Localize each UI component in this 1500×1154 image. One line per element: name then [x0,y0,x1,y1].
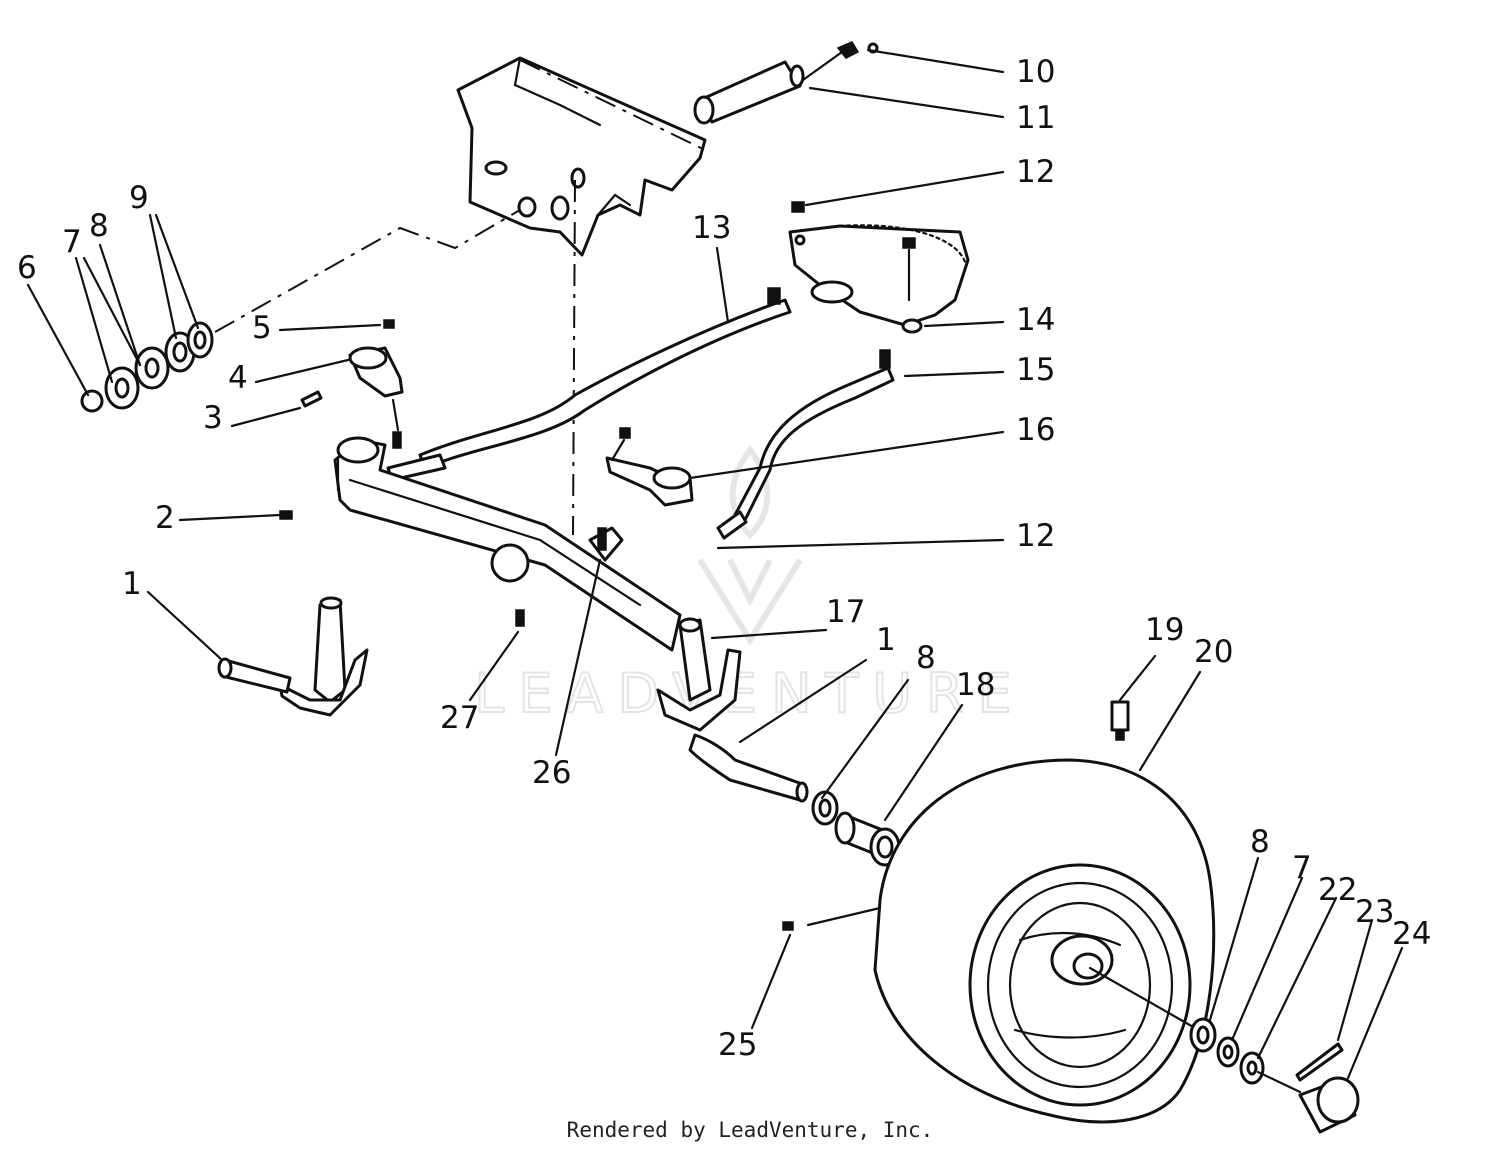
callout-11: 11 [1016,100,1055,136]
part-7-washer [104,366,140,410]
callout-25: 25 [718,1027,757,1063]
callout-23: 23 [1355,894,1394,930]
callout-12: 12 [1016,154,1055,190]
front-axle [333,436,682,652]
part-16-steering-arm [605,427,694,507]
callout-15: 15 [1016,352,1055,388]
callout-9: 9 [129,180,149,216]
part-12-nut-top [791,201,805,213]
part-22-washer [1239,1051,1265,1085]
part-23-cotter-pin [1295,1042,1344,1082]
part-13-drag-link [386,287,792,482]
callout-24: 24 [1392,916,1431,952]
sector-gear [788,224,970,334]
steering-support-bracket [456,56,707,257]
part-3-pin [300,390,323,408]
callout-13: 13 [692,210,731,246]
callout-4: 4 [228,360,248,396]
axle-extension [1256,1070,1302,1094]
callout-27: 27 [440,700,479,736]
callout-6: 6 [17,250,37,286]
callout-8-left: 8 [89,208,109,244]
callout-20: 20 [1194,634,1233,670]
callout-7-left: 7 [62,224,82,260]
part-6-retaining-ring [80,389,104,413]
part-19-valve-stem [1110,700,1130,741]
right-spindle [656,617,809,803]
part-18-spacer [834,811,901,867]
part-24-cap [1298,1076,1360,1134]
callout-5: 5 [252,310,272,346]
part-4-steering-arm [348,319,404,449]
callout-10: 10 [1016,54,1055,90]
leader-dash-washer [214,209,521,333]
callout-2: 2 [155,500,175,536]
part-10-cotter-pin [801,41,879,82]
callout-19: 19 [1145,612,1184,648]
callout-14: 14 [1016,302,1055,338]
callout-3: 3 [203,400,223,436]
callout-17: 17 [826,594,865,630]
part-8-bearing-right [811,790,839,826]
part-20-wheel [873,758,1216,1124]
render-credit: Rendered by LeadVenture, Inc. [566,1118,934,1142]
part-8-bearing-wheel [1189,1017,1217,1053]
part-8-bearing [134,346,170,390]
part-9-washer [164,321,214,373]
callout-18: 18 [956,667,995,703]
watermark-logo: LEADVENTURE [473,444,1025,726]
part-7-washer-wheel [1216,1036,1240,1068]
part-11-pin [693,60,805,125]
left-spindle [217,596,369,717]
part-27-bolt [515,609,525,627]
callout-8-right: 8 [916,640,936,676]
wheel-axle-line [1088,966,1197,1030]
callout-26: 26 [532,755,571,791]
part-15-tie-rod [716,349,895,540]
callout-12-lower: 12 [1016,518,1055,554]
part-26-bracket [588,526,624,562]
callout-7-wheel: 7 [1292,850,1312,886]
leader-lines [26,48,1404,1080]
callout-8-wheel: 8 [1250,824,1270,860]
callout-1-right: 1 [876,622,896,658]
part-25-fitting [782,921,794,931]
callout-22: 22 [1318,872,1357,908]
callout-16: 16 [1016,412,1055,448]
callout-labels: 10 11 12 13 14 15 16 12 17 1 8 18 19 20 … [17,54,1431,1063]
leader-dash-bracket [519,59,706,536]
part-2-fitting [279,510,293,520]
callout-1-left: 1 [122,566,142,602]
watermark-text: LEADVENTURE [474,662,1025,725]
